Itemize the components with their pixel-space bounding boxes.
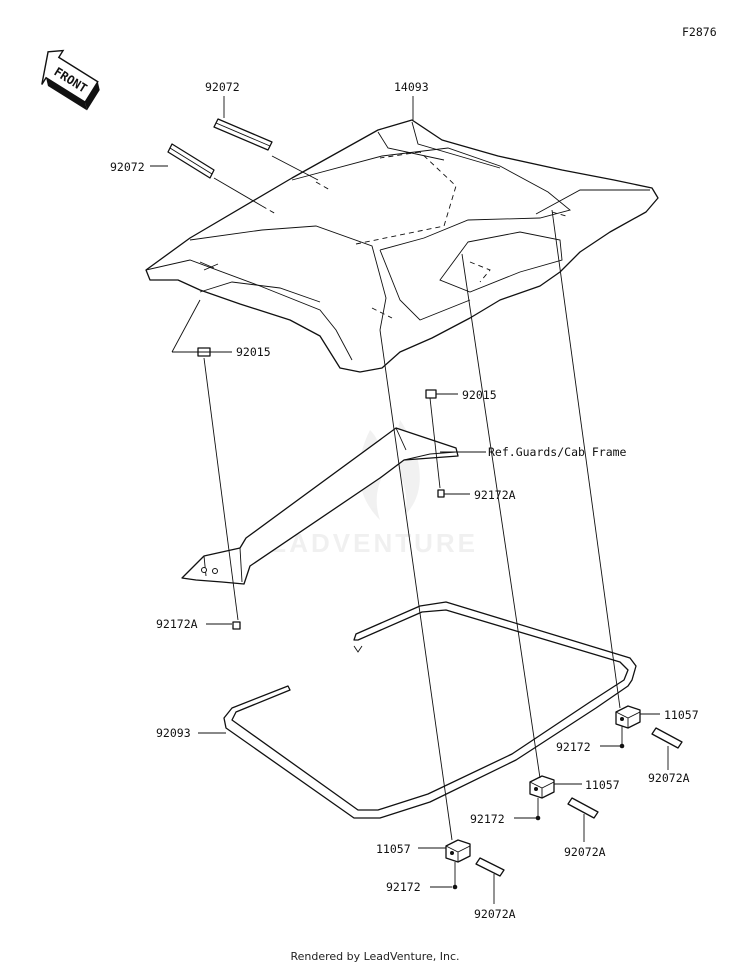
callout-roof-strap-left: 92072 xyxy=(110,160,145,174)
nut-right xyxy=(425,389,437,399)
roof-strap-left xyxy=(167,143,215,179)
callout-screw-upper: 92172A xyxy=(474,488,516,502)
callout-screw-middle: 92172 xyxy=(470,812,505,826)
strap-middle xyxy=(567,797,599,819)
screw-middle xyxy=(535,815,541,821)
strap-right xyxy=(651,727,683,749)
callout-screw-lower-left: 92172A xyxy=(156,617,198,631)
callout-seal: 92093 xyxy=(156,726,191,740)
callout-screw-left: 92172 xyxy=(386,880,421,894)
callout-screw-right: 92172 xyxy=(556,740,591,754)
callout-strap-middle: 92072A xyxy=(564,845,606,859)
roof-strap-top xyxy=(213,118,273,151)
latch-right xyxy=(615,705,641,729)
callout-strap-left: 92072A xyxy=(474,907,516,921)
callout-latch-middle: 11057 xyxy=(585,778,620,792)
callout-latch-left: 11057 xyxy=(376,842,411,856)
footer-credit: Rendered by LeadVenture, Inc. xyxy=(290,950,460,963)
callout-roof-strap-top: 92072 xyxy=(205,80,240,94)
leader-lines xyxy=(150,96,669,904)
screw-upper xyxy=(437,489,445,498)
strap-left xyxy=(475,857,505,877)
screw-right xyxy=(619,743,625,749)
roof-panel xyxy=(145,119,659,373)
front-arrow-icon: FRONT xyxy=(41,49,100,111)
screw-lower-left xyxy=(232,621,241,630)
callout-ref-note: Ref.Guards/Cab Frame xyxy=(488,445,627,459)
callout-nut-left: 92015 xyxy=(236,345,271,359)
fastener-chain-lines xyxy=(203,209,623,885)
callout-strap-right: 92072A xyxy=(648,771,690,785)
callout-roof-panel: 14093 xyxy=(394,80,429,94)
callout-latch-right: 11057 xyxy=(664,708,699,722)
callout-nut-right: 92015 xyxy=(462,388,497,402)
cross-bar xyxy=(181,427,459,585)
door-seal xyxy=(223,601,637,819)
latch-left xyxy=(445,839,471,863)
screw-left xyxy=(452,884,458,890)
latch-middle xyxy=(529,775,555,799)
figure-code: F2876 xyxy=(682,25,717,39)
